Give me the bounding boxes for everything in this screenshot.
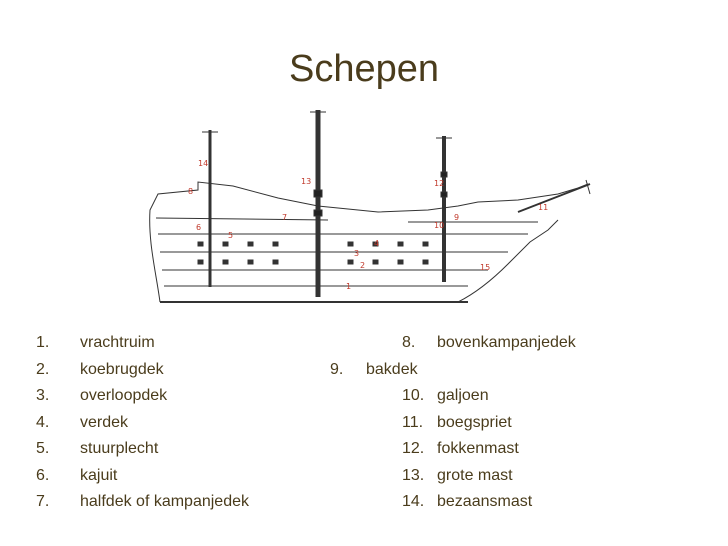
list-item: 6.kajuit [36, 466, 118, 484]
legend-right-list: 8.bovenkampanjedek 9.bakdek 10.galjoen 1… [320, 330, 720, 516]
legend-left-list: 1.vrachtruim 2.koebrugdek 3.overloopdek … [36, 330, 316, 516]
list-item: 9.bakdek [330, 360, 418, 378]
list-item: 2.koebrugdek [36, 360, 164, 378]
list-item: 3.overloopdek [36, 387, 168, 404]
callout-1: 1 [346, 282, 351, 291]
callout-2: 2 [360, 261, 365, 270]
list-item: 12.fokkenmast [402, 440, 519, 457]
callout-6: 6 [196, 223, 201, 232]
callout-9: 9 [454, 213, 459, 222]
callout-12: 12 [434, 179, 444, 188]
callout-5: 5 [228, 231, 233, 240]
list-item: 7.halfdek of kampanjedek [36, 493, 249, 510]
list-item: 5.stuurplecht [36, 440, 159, 457]
list-item: 4.verdek [36, 413, 129, 431]
callout-11: 11 [538, 203, 548, 212]
ship-cross-section-diagram: 1 2 3 4 5 6 7 8 9 10 11 12 13 14 15 [149, 110, 591, 303]
callout-4: 4 [374, 239, 379, 248]
list-item: 8.bovenkampanjedek [402, 334, 576, 351]
list-item: 1.vrachtruim [36, 334, 155, 351]
callout-10: 10 [434, 221, 444, 230]
list-item: 13.grote mast [402, 466, 513, 484]
callout-14: 14 [198, 159, 208, 168]
list-item: 11.boegspriet [402, 413, 512, 431]
callout-7: 7 [282, 213, 287, 222]
callout-8: 8 [188, 187, 193, 196]
list-item: 10.galjoen [402, 387, 489, 404]
slide-title: Schepen [288, 48, 439, 90]
callout-13: 13 [301, 177, 311, 186]
callout-15: 15 [480, 263, 490, 272]
callout-3: 3 [354, 249, 359, 258]
list-item: 14.bezaansmast [402, 493, 533, 510]
